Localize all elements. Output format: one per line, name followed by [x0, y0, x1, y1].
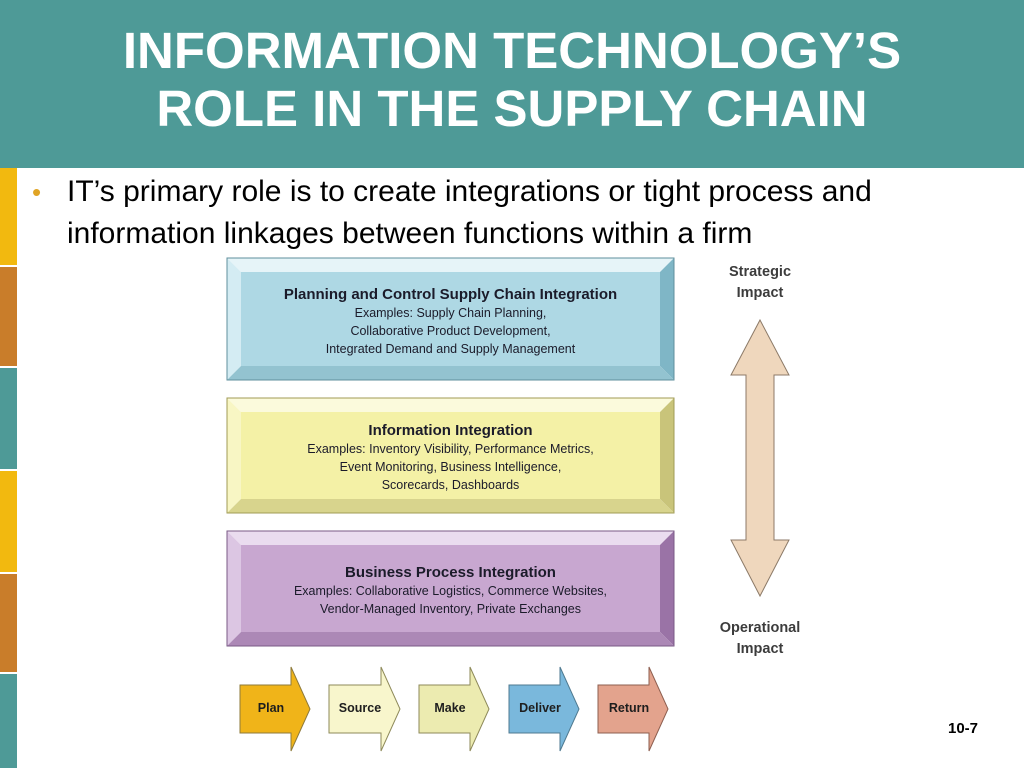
- information-box-line: Examples: Inventory Visibility, Performa…: [307, 442, 594, 456]
- page-number: 10-7: [948, 720, 979, 737]
- step-arrow-plan: [239, 666, 311, 752]
- operational-impact-label: Operational Impact: [700, 618, 820, 660]
- operational-impact-line-2: Impact: [736, 641, 784, 657]
- planning-box-line: Collaborative Product Development,: [350, 324, 551, 338]
- bullet-text: IT’s primary role is to create integrati…: [67, 171, 1007, 255]
- strategic-impact-line-1: Strategic: [728, 264, 792, 280]
- information-box-text: Information Integration Examples: Invent…: [241, 421, 660, 494]
- strip-segment: [0, 574, 17, 672]
- step-label-deliver: Deliver: [519, 701, 561, 715]
- planning-box-title: Planning and Control Supply Chain Integr…: [283, 286, 618, 303]
- business-process-box-line: Examples: Collaborative Logistics, Comme…: [293, 584, 608, 598]
- bullet-line-1: IT’s primary role is to create integrati…: [67, 175, 872, 208]
- step-arrow-deliver: [508, 666, 580, 752]
- business-process-box-title: Business Process Integration: [345, 564, 556, 581]
- bullet-line-2: information linkages between functions w…: [67, 217, 753, 250]
- information-box-line: Scorecards, Dashboards: [381, 478, 520, 492]
- information-box-line: Event Monitoring, Business Intelligence,: [339, 460, 562, 474]
- step-label-source: Source: [338, 701, 382, 715]
- slide-title: INFORMATION TECHNOLOGY’S ROLE IN THE SUP…: [0, 22, 1024, 138]
- step-label-return: Return: [608, 701, 650, 715]
- impact-double-arrow: [730, 318, 790, 598]
- step-arrow-source: [328, 666, 401, 752]
- operational-impact-line-1: Operational: [719, 620, 801, 636]
- planning-box-line: Examples: Supply Chain Planning,: [354, 306, 547, 320]
- business-process-box: [226, 530, 675, 647]
- information-box: [226, 397, 675, 514]
- planning-box-text: Planning and Control Supply Chain Integr…: [241, 285, 660, 358]
- strip-segment: [0, 674, 17, 768]
- information-box-title: Information Integration: [368, 422, 533, 439]
- title-line-1: INFORMATION TECHNOLOGY’S: [122, 22, 902, 79]
- business-process-box-text: Business Process Integration Examples: C…: [241, 563, 660, 618]
- strip-segment: [0, 368, 17, 469]
- strip-segment: [0, 471, 17, 572]
- step-arrow-return: [597, 666, 669, 752]
- planning-box-line: Integrated Demand and Supply Management: [325, 342, 576, 356]
- side-color-strip: [0, 168, 17, 768]
- title-bar: [0, 0, 1024, 168]
- strategic-impact-label: Strategic Impact: [700, 262, 820, 304]
- bullet-dot: •: [32, 177, 42, 207]
- step-label-make: Make: [434, 701, 466, 715]
- planning-box: [226, 257, 675, 381]
- strip-segment: [0, 267, 17, 366]
- step-arrow-make: [418, 666, 490, 752]
- business-process-box-line: Vendor-Managed Inventory, Private Exchan…: [319, 602, 582, 616]
- strip-segment: [0, 168, 17, 265]
- step-label-plan: Plan: [257, 701, 285, 715]
- strategic-impact-line-2: Impact: [736, 285, 784, 301]
- title-line-2: ROLE IN THE SUPPLY CHAIN: [156, 80, 868, 137]
